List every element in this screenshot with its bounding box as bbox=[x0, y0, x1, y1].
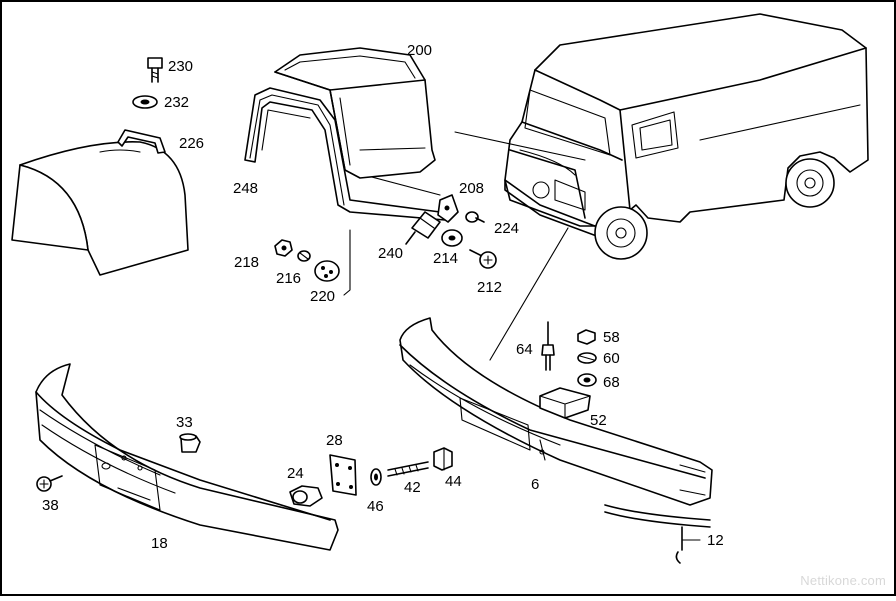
label-224: 224 bbox=[494, 220, 519, 237]
part-46-washer bbox=[370, 468, 382, 486]
part-230-bolt bbox=[147, 57, 163, 83]
label-58: 58 bbox=[603, 329, 620, 346]
label-226: 226 bbox=[179, 135, 204, 152]
label-214: 214 bbox=[433, 250, 458, 267]
label-218: 218 bbox=[234, 254, 259, 271]
part-208-bracket bbox=[437, 194, 459, 223]
part-232-washer bbox=[132, 95, 158, 109]
label-240: 240 bbox=[378, 245, 403, 262]
part-28-plate bbox=[329, 454, 357, 496]
part-214-washer bbox=[441, 229, 463, 247]
part-12-strip bbox=[604, 504, 711, 564]
part-44-nut bbox=[433, 447, 453, 471]
label-248: 248 bbox=[233, 180, 258, 197]
label-60: 60 bbox=[603, 350, 620, 367]
part-220-plate bbox=[314, 260, 340, 282]
part-24-bracket bbox=[289, 485, 323, 507]
part-6-front-bumper bbox=[399, 317, 713, 506]
part-224-pin bbox=[465, 211, 485, 223]
part-226-wheel-arch bbox=[11, 129, 189, 276]
part-number-labels: 230 232 226 200 248 208 224 240 214 212 … bbox=[42, 42, 724, 552]
label-212: 212 bbox=[477, 279, 502, 296]
label-46: 46 bbox=[367, 498, 384, 515]
label-28: 28 bbox=[326, 432, 343, 449]
label-18: 18 bbox=[151, 535, 168, 552]
label-64: 64 bbox=[516, 341, 533, 358]
part-248-seal bbox=[244, 87, 446, 221]
label-216: 216 bbox=[276, 270, 301, 287]
part-68-washer bbox=[577, 373, 597, 387]
label-232: 232 bbox=[164, 94, 189, 111]
label-230: 230 bbox=[168, 58, 193, 75]
part-60-ring bbox=[577, 352, 597, 364]
part-42-bolt bbox=[387, 461, 429, 477]
label-220: 220 bbox=[310, 288, 335, 305]
part-52-pad bbox=[539, 387, 591, 419]
part-200-wheelhouse bbox=[274, 47, 436, 179]
label-24: 24 bbox=[287, 465, 304, 482]
watermark: Nettikone.com bbox=[800, 573, 886, 588]
part-38-screw bbox=[36, 475, 63, 492]
part-58-nut bbox=[577, 329, 596, 345]
part-18-rear-bumper bbox=[35, 363, 339, 551]
part-216-ring bbox=[297, 250, 311, 262]
label-52: 52 bbox=[590, 412, 607, 429]
label-208: 208 bbox=[459, 180, 484, 197]
label-6: 6 bbox=[531, 476, 539, 493]
label-33: 33 bbox=[176, 414, 193, 431]
part-64-stud bbox=[541, 321, 555, 371]
label-42: 42 bbox=[404, 479, 421, 496]
label-38: 38 bbox=[42, 497, 59, 514]
part-212-screw bbox=[469, 249, 497, 269]
part-218-nut bbox=[274, 239, 293, 257]
label-200: 200 bbox=[407, 42, 432, 59]
part-33-grommet bbox=[179, 433, 201, 453]
part-240-latch bbox=[405, 211, 441, 245]
label-44: 44 bbox=[445, 473, 462, 490]
van-illustration bbox=[504, 13, 869, 260]
label-68: 68 bbox=[603, 374, 620, 391]
label-12: 12 bbox=[707, 532, 724, 549]
